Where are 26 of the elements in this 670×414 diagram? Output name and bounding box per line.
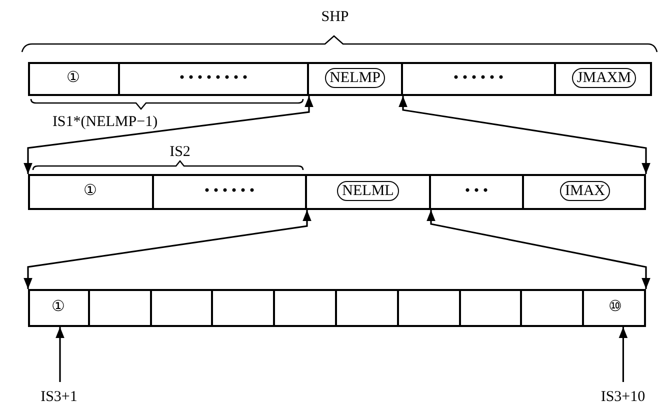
array-bar	[28, 289, 646, 327]
cell-text: • • • • • • • •	[179, 68, 248, 88]
cell-text: • • • • • •	[453, 68, 504, 88]
cell-text: ①	[51, 298, 64, 317]
cell-text: ①	[84, 182, 96, 201]
variable-name: NELML	[337, 180, 399, 202]
index-text: IS3+10	[600, 388, 646, 407]
variable-name: NELMP	[324, 68, 386, 88]
arrow	[56, 327, 64, 382]
cell-text: ⑩	[608, 298, 622, 317]
arrow	[398, 96, 650, 174]
array-bar	[28, 62, 652, 96]
arrow	[426, 210, 650, 289]
arrow	[618, 327, 628, 382]
label-text: SHP	[320, 8, 350, 27]
arrow	[24, 96, 314, 174]
cell-text: • • •	[464, 182, 488, 201]
cell-text: ①	[66, 68, 80, 88]
label-text: IS1*(NELMP−1)	[51, 113, 159, 132]
array-bar	[28, 174, 646, 210]
variable-name: JMAXM	[572, 68, 636, 88]
arrow	[24, 210, 312, 289]
variable-name: IMAX	[560, 180, 610, 202]
cell-text: • • • • • •	[204, 182, 255, 201]
label-text: IS2	[168, 143, 192, 162]
index-text: IS3+1	[40, 388, 78, 407]
